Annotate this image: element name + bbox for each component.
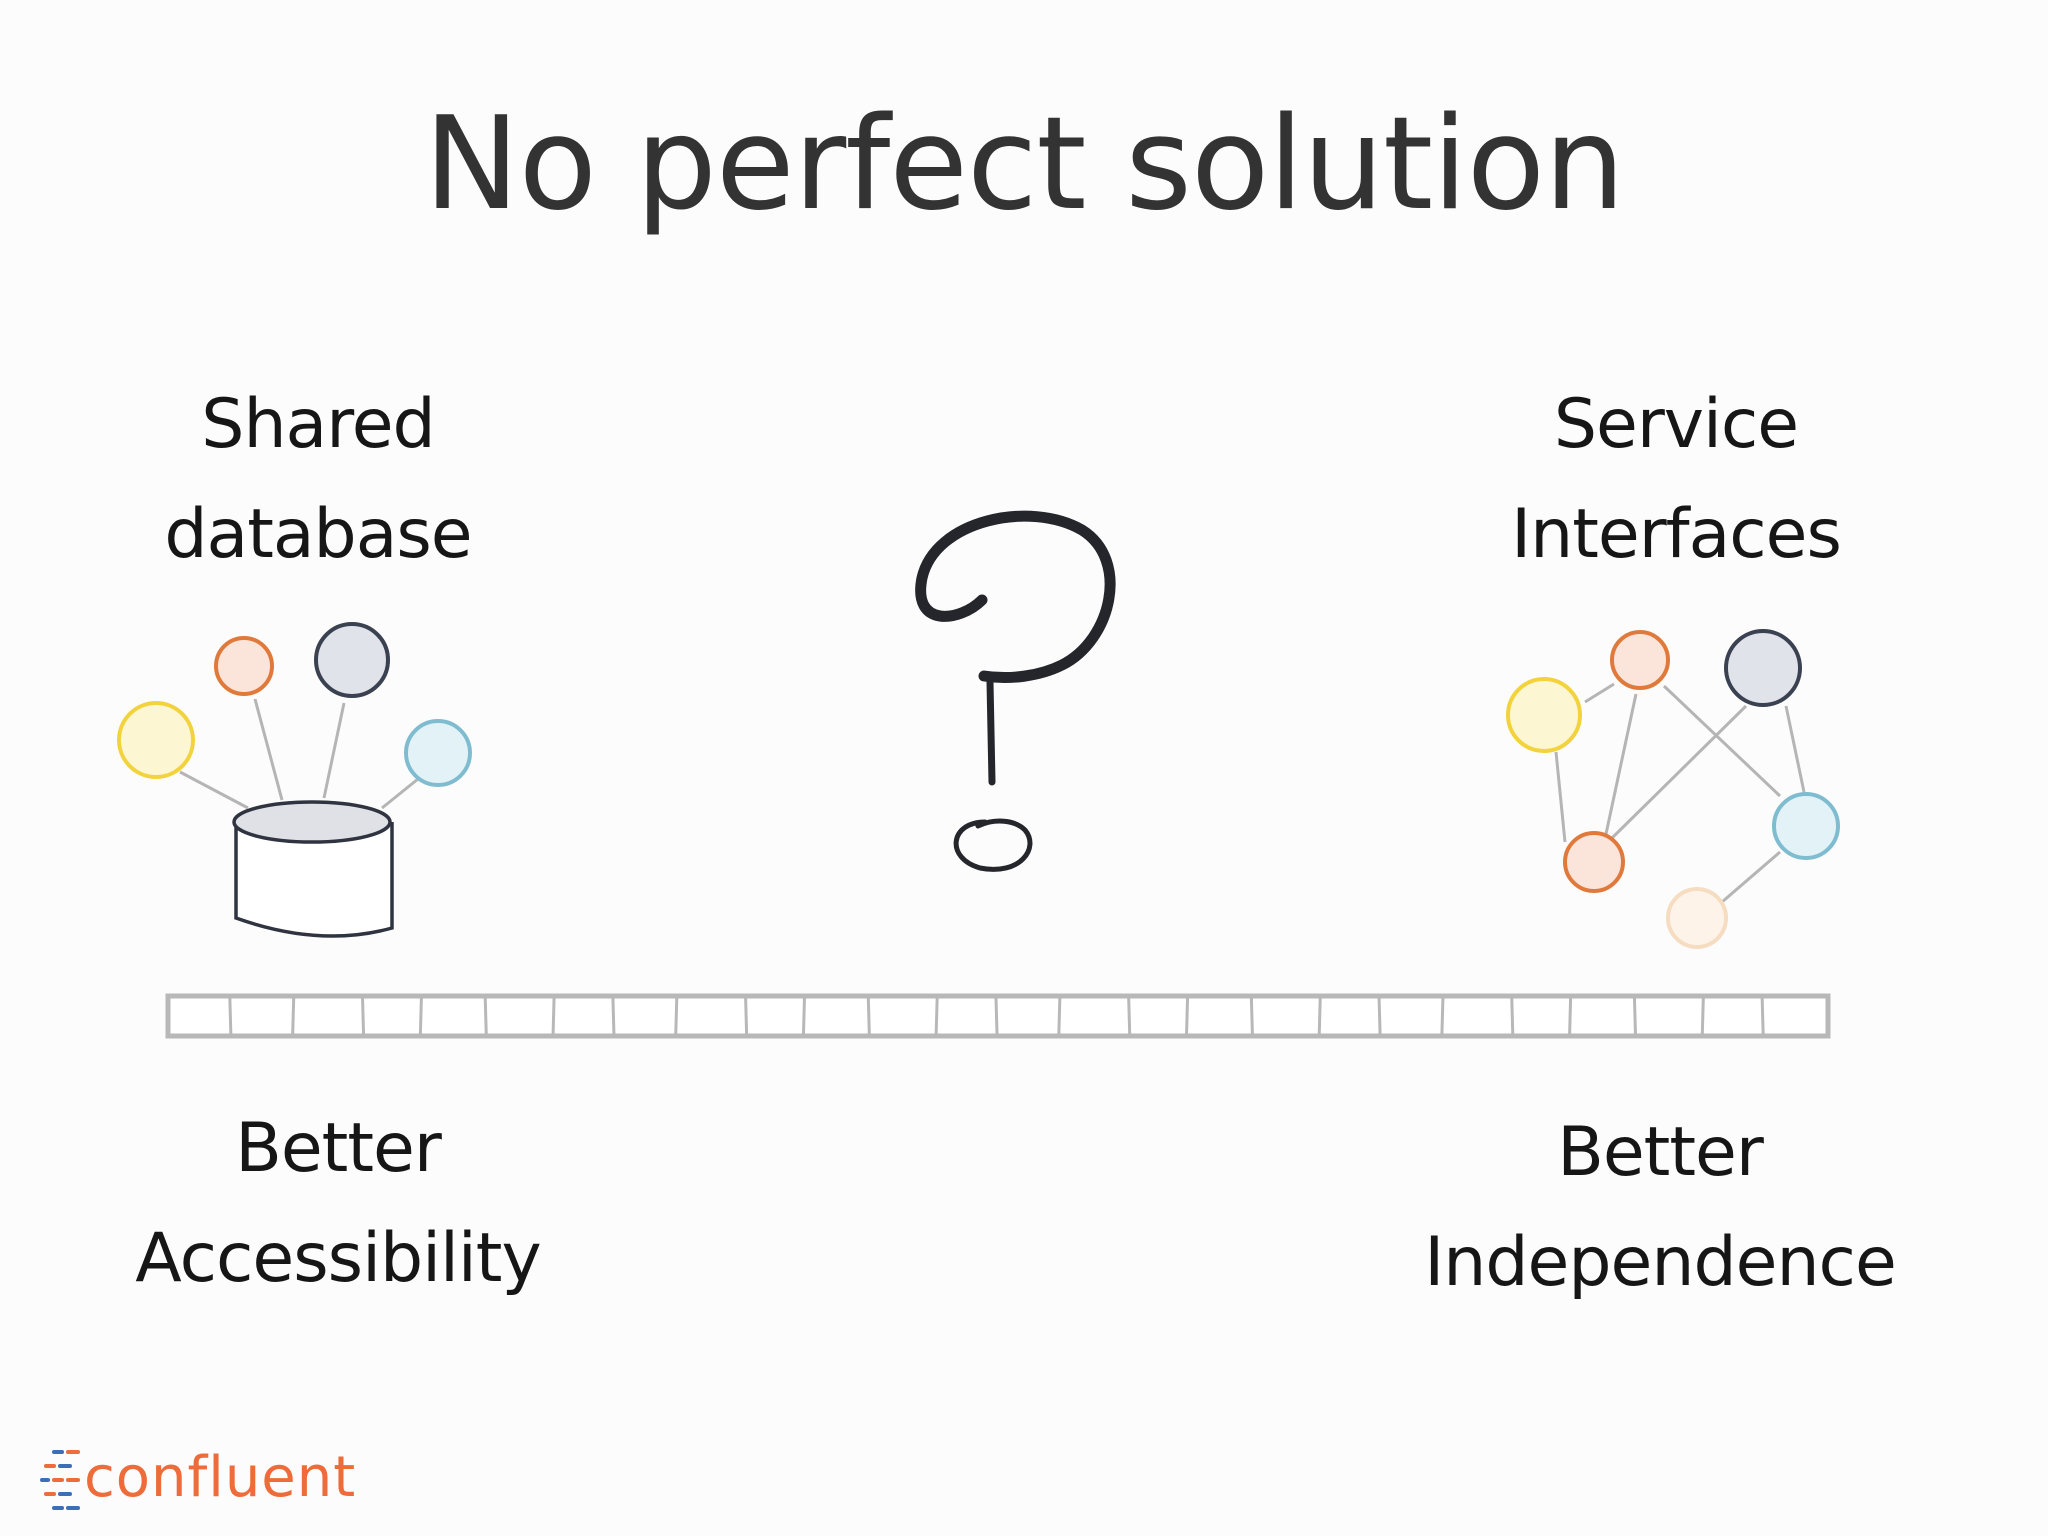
- scale-tick: [1510, 997, 1515, 1035]
- slate-node: [1724, 629, 1802, 707]
- scale-tick: [934, 997, 939, 1035]
- orange-node: [214, 636, 274, 696]
- scale-tick: [744, 997, 749, 1035]
- scale-tick: [1700, 997, 1705, 1035]
- scale-tick: [1249, 997, 1254, 1035]
- pale-node: [1666, 887, 1728, 949]
- shared-database-label-line2: database: [164, 495, 472, 574]
- scale-tick: [1440, 997, 1445, 1035]
- better-accessibility-label: Better Accessibility: [58, 1094, 618, 1314]
- orange-node-bottom: [1563, 831, 1625, 893]
- shared-database-label: Shared database: [38, 370, 598, 590]
- orange-node-top: [1610, 630, 1670, 690]
- scale-tick: [801, 997, 806, 1035]
- service-interfaces-label: Service Interfaces: [1396, 370, 1956, 590]
- teal-node: [404, 719, 472, 787]
- scale-tick: [1317, 997, 1322, 1035]
- scale-tick: [483, 997, 488, 1035]
- db-connector-lines: [179, 698, 419, 810]
- scale-tick: [228, 997, 233, 1035]
- shared-database-label-line1: Shared: [201, 385, 435, 464]
- scale-tick: [674, 997, 679, 1035]
- yellow-node: [117, 701, 195, 779]
- slate-node: [314, 622, 390, 698]
- confluent-logo-mark-icon: [40, 1450, 80, 1510]
- scale-tick: [866, 997, 871, 1035]
- scale-tick: [418, 997, 423, 1035]
- page-title: No perfect solution: [423, 90, 1625, 239]
- scale-tick: [1568, 997, 1573, 1035]
- scale-tick: [1760, 997, 1765, 1035]
- scale-tick: [1057, 997, 1062, 1035]
- better-independence-label: Better Independence: [1380, 1098, 1940, 1318]
- scale-tick: [291, 997, 296, 1035]
- confluent-logo-text: confluent: [84, 1445, 357, 1510]
- scale-tick: [361, 997, 366, 1035]
- better-independence-line2: Independence: [1424, 1223, 1897, 1302]
- confluent-logo: confluent: [40, 1438, 400, 1518]
- service-interfaces-label-line1: Service: [1553, 385, 1799, 464]
- network-connector-lines: [1554, 682, 1806, 904]
- scale-tick: [1377, 997, 1382, 1035]
- better-independence-line1: Better: [1557, 1113, 1764, 1192]
- database-cylinder-icon: [232, 800, 394, 938]
- better-accessibility-line1: Better: [235, 1109, 442, 1188]
- better-accessibility-line2: Accessibility: [135, 1219, 541, 1298]
- scale-tick: [611, 997, 616, 1035]
- service-interfaces-label-line2: Interfaces: [1511, 495, 1842, 574]
- yellow-node: [1506, 677, 1582, 753]
- scale-tick: [1127, 997, 1132, 1035]
- teal-node: [1772, 792, 1840, 860]
- scale-tick: [994, 997, 999, 1035]
- scale-tick: [1185, 997, 1190, 1035]
- scale-tick: [1632, 997, 1637, 1035]
- scale-tick: [551, 997, 556, 1035]
